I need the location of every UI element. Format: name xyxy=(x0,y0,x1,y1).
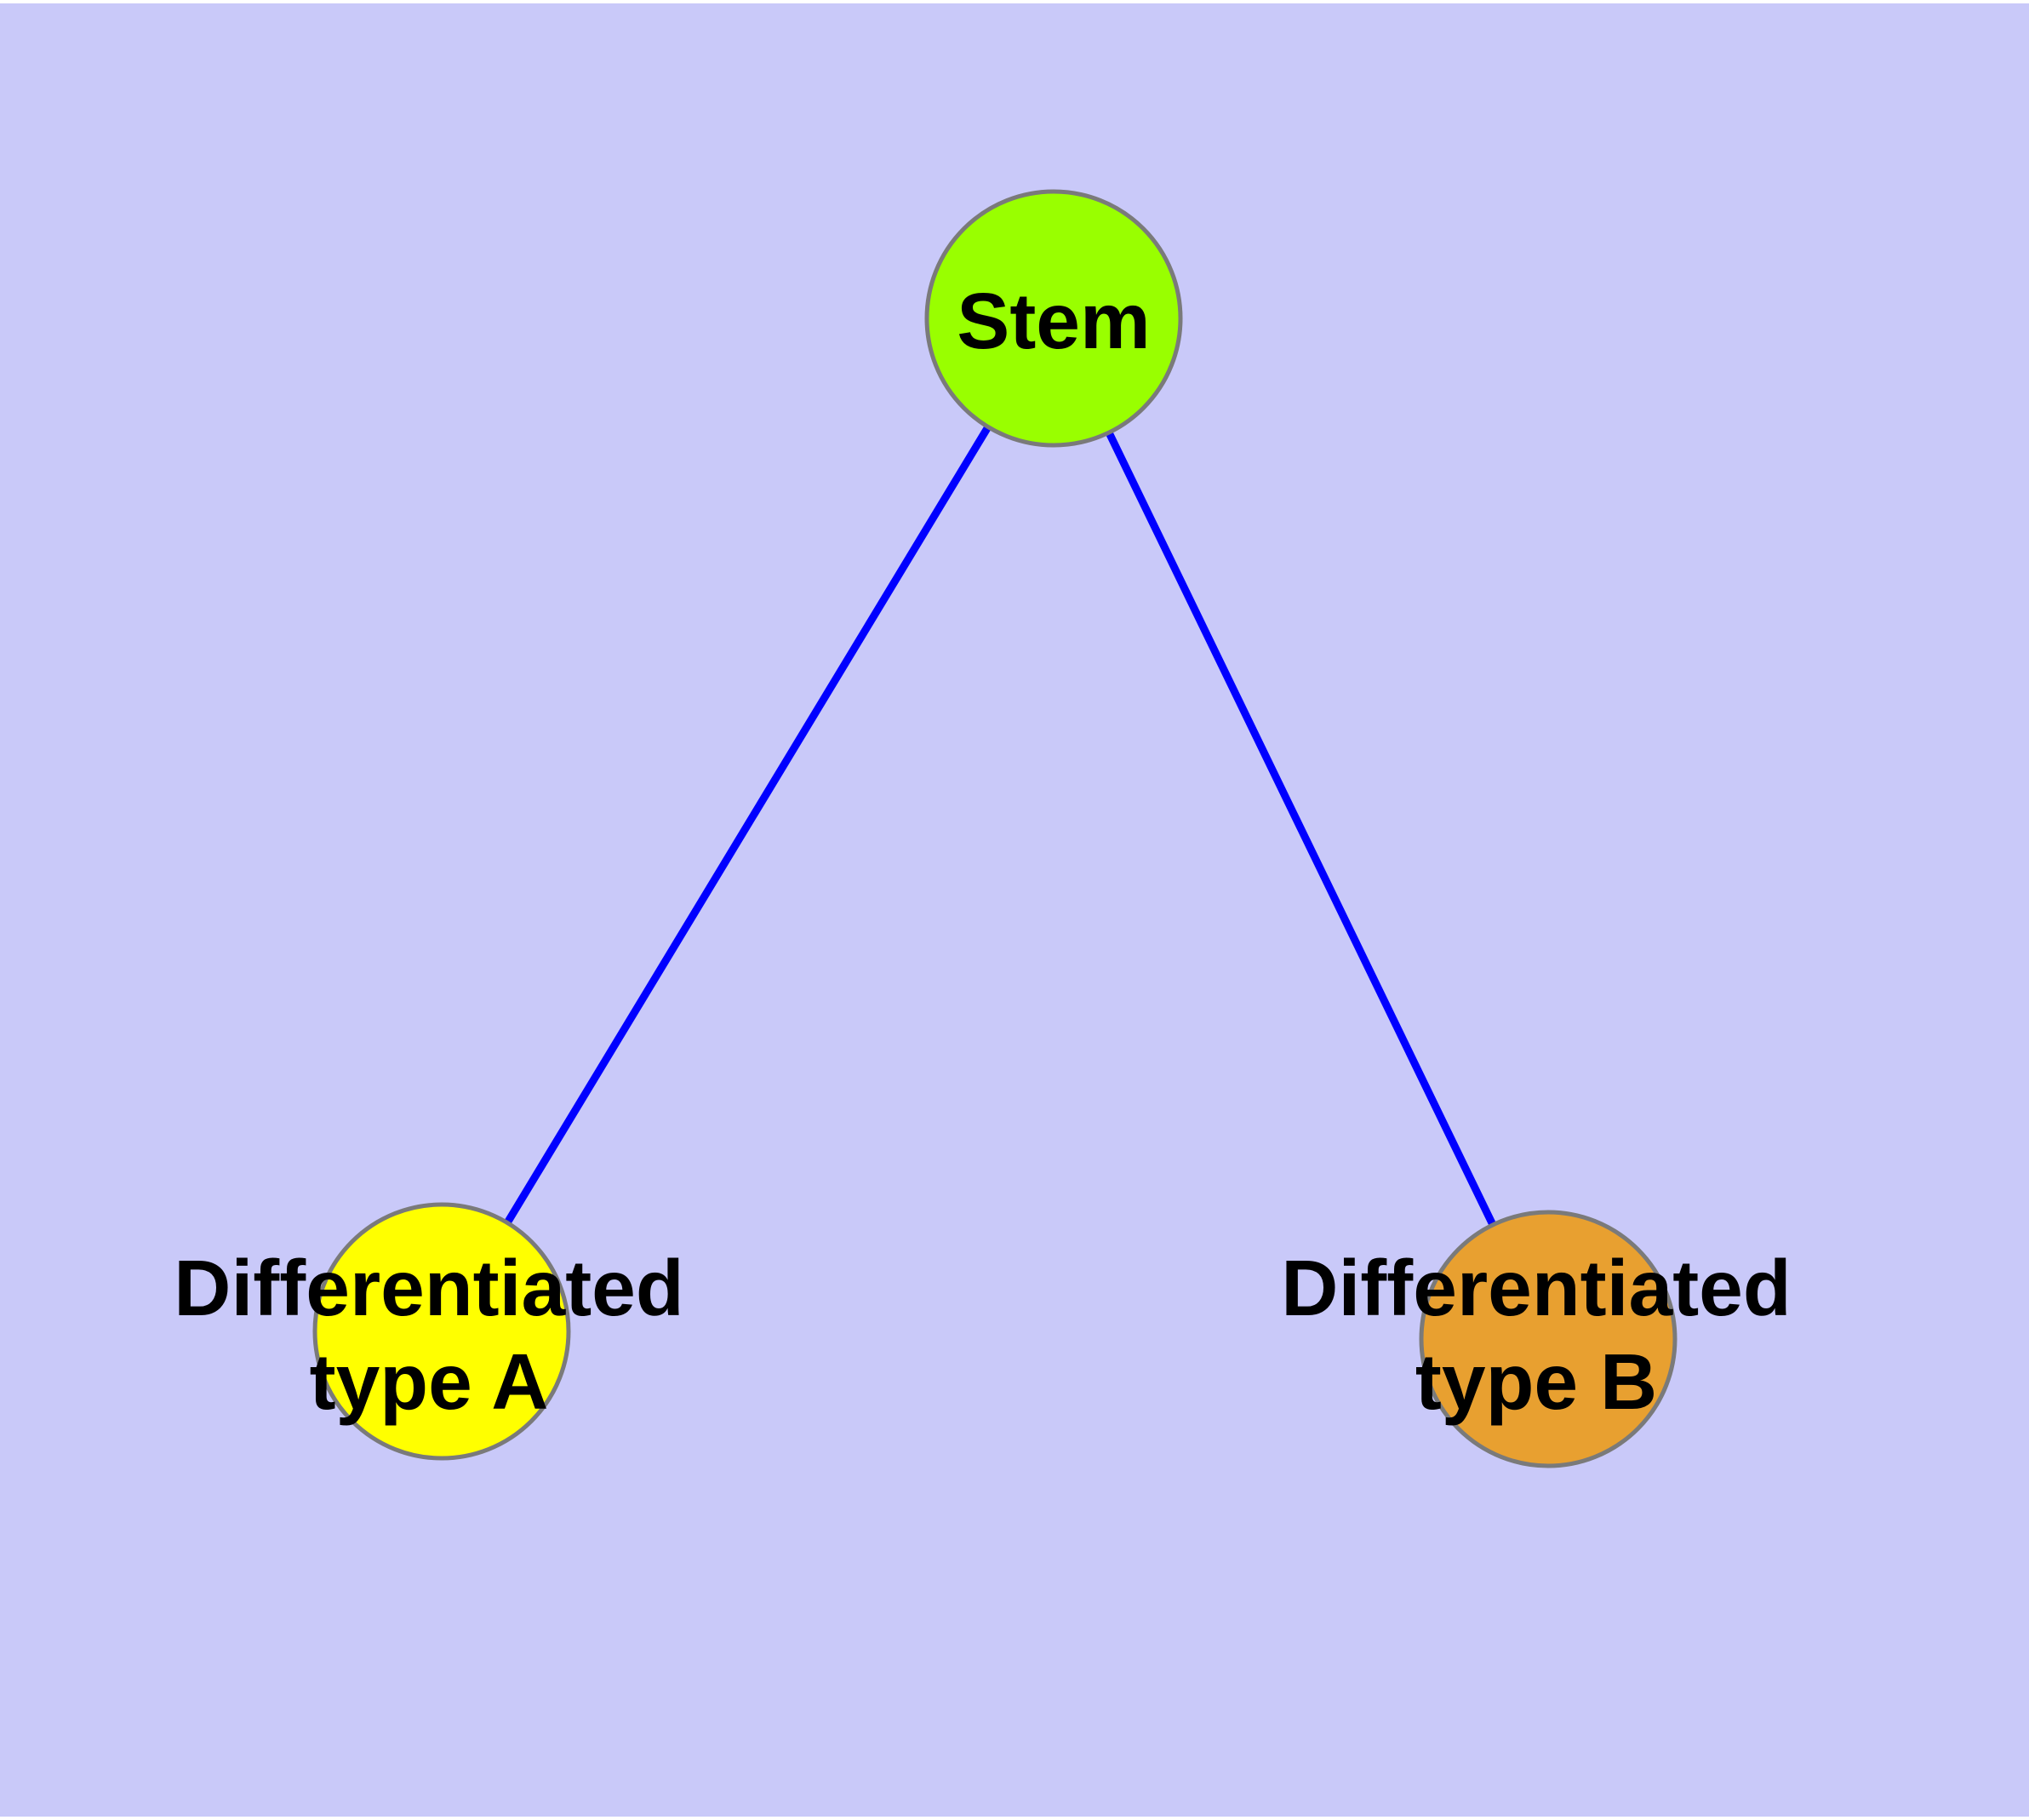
node-label-type-b-line2: type B xyxy=(1415,1337,1658,1426)
edge-stem-to-type-b xyxy=(1049,317,1552,1341)
node-label-type-a: Differentiated type A xyxy=(174,1241,683,1428)
graph-svg xyxy=(312,189,1677,1468)
node-stem xyxy=(924,189,1183,448)
node-label-stem: Stem xyxy=(957,274,1150,368)
node-label-type-b-line1: Differentiated xyxy=(1281,1244,1792,1332)
node-label-type-a-line2: type A xyxy=(309,1337,549,1426)
white-strip-bottom xyxy=(0,1817,2029,1820)
edge-stem-to-type-a xyxy=(438,316,1057,1334)
node-label-type-b: Differentiated type B xyxy=(1281,1241,1791,1428)
white-strip-top xyxy=(0,0,2029,3)
node-differentiated-type-b xyxy=(1419,1210,1677,1468)
node-differentiated-type-a xyxy=(312,1202,571,1461)
node-label-stem-text: Stem xyxy=(957,277,1151,365)
plot-area: Stem Differentiated type A Differentiate… xyxy=(0,3,2029,1817)
node-label-type-a-line1: Differentiated xyxy=(174,1244,684,1332)
